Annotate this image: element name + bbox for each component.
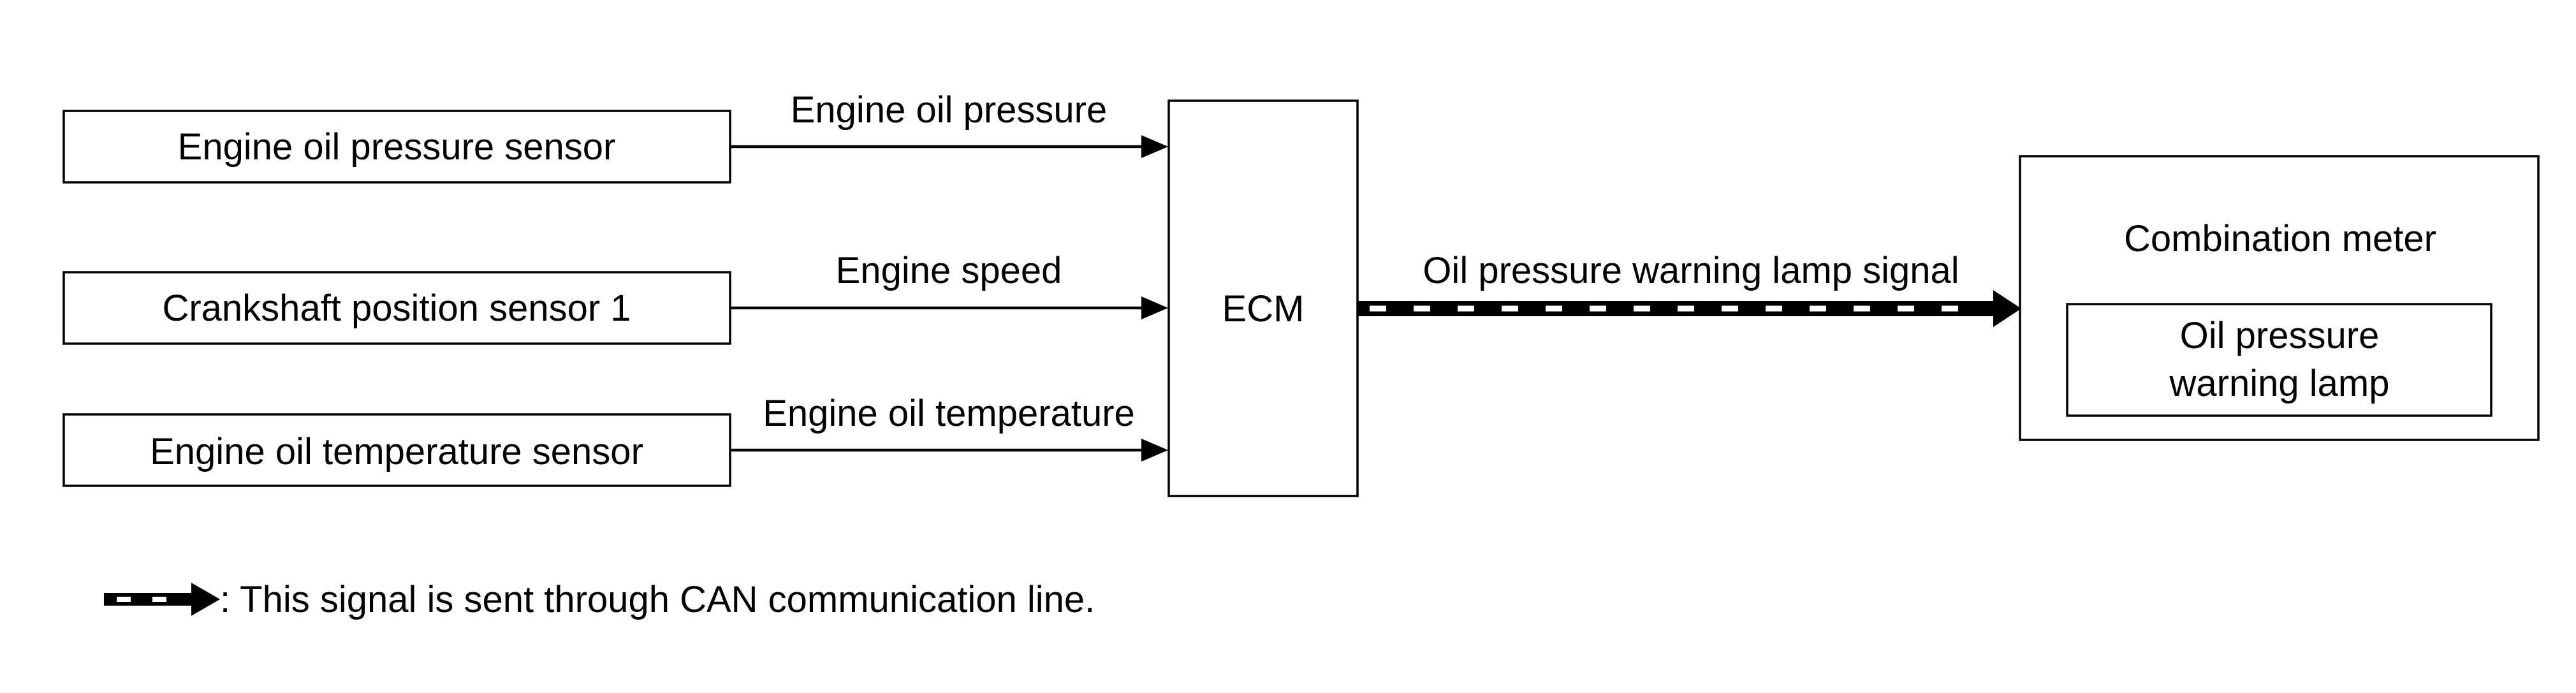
signal-engine-speed: Engine speed — [836, 250, 1062, 291]
oil-temperature-sensor-label: Engine oil temperature sensor — [150, 431, 643, 472]
input-oil-pressure-sensor: Engine oil pressure sensor — [62, 110, 731, 184]
warning-lamp-label-line1: Oil pressure — [2180, 315, 2380, 356]
oil-pressure-sensor-label: Engine oil pressure sensor — [178, 126, 616, 168]
warning-lamp-label-line2: warning lamp — [2169, 363, 2390, 404]
legend-can-arrow-icon — [104, 583, 220, 616]
arrow-oil-temperature — [730, 439, 1168, 462]
ecm-box: ECM — [1167, 99, 1359, 497]
input-crankshaft-position-sensor: Crankshaft position sensor 1 — [62, 271, 731, 345]
oil-pressure-warning-lamp-box: Oil pressure warning lamp — [2066, 303, 2492, 417]
signal-engine-oil-temperature: Engine oil temperature — [763, 393, 1135, 434]
can-signal-arrow — [1358, 290, 2021, 327]
legend-text: : This signal is sent through CAN commun… — [220, 579, 1095, 620]
ecm-label: ECM — [1222, 288, 1305, 330]
signal-oil-pressure-warning-lamp: Oil pressure warning lamp signal — [1423, 250, 1959, 291]
input-oil-temperature-sensor: Engine oil temperature sensor — [62, 413, 731, 487]
signal-engine-oil-pressure: Engine oil pressure — [791, 89, 1108, 131]
combination-meter-label: Combination meter — [2124, 218, 2436, 259]
arrow-oil-pressure — [730, 135, 1168, 158]
crankshaft-sensor-label: Crankshaft position sensor 1 — [162, 288, 631, 329]
arrow-engine-speed — [730, 296, 1168, 319]
